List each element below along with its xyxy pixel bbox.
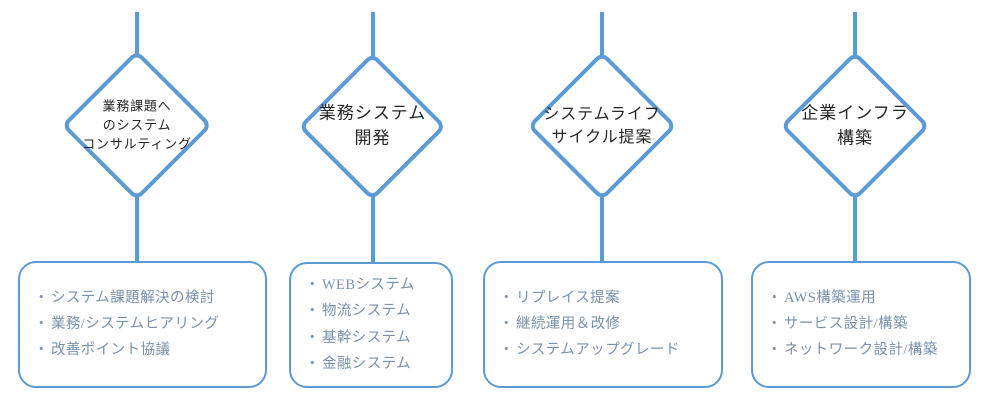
detail-list: ・AWS構築運用・サービス設計/構築・ネットワーク設計/構築 [753,289,969,359]
detail-box-infrastructure[interactable]: ・AWS構築運用・サービス設計/構築・ネットワーク設計/構築 [751,261,971,388]
connector-line-middle [600,184,604,272]
detail-list: ・WEBシステム・物流システム・基幹システム・金融システム [291,277,451,372]
list-item-label: 業務/システムヒアリング [50,315,220,332]
bullet-icon: ・ [34,315,49,332]
list-item: ・金融システム [305,355,437,372]
list-item-label: AWS構築運用 [783,289,877,306]
detail-list: ・システム課題解決の検討・業務/システムヒアリング・改善ポイント協議 [20,289,265,359]
connector-line-middle [135,184,139,272]
list-item-label: ネットワーク設計/構築 [783,342,938,359]
bullet-icon: ・ [305,303,320,320]
connector-line-middle [853,184,857,272]
detail-list: ・リプレイス提案・継続運用＆改修・システムアップグレード [485,289,721,359]
list-item-label: 改善ポイント協議 [50,342,171,359]
list-item: ・サービス設計/構築 [767,315,955,332]
flow-column-development: 業務システム 開発・WEBシステム・物流システム・基幹システム・金融システム [270,0,475,417]
diamond-node-infrastructure[interactable]: 企業インフラ 構築 [780,51,930,201]
flow-column-lifecycle: システムライフ サイクル提案・リプレイス提案・継続運用＆改修・システムアップグレ… [478,0,726,417]
list-item-label: 物流システム [321,303,412,320]
diamond-node-development[interactable]: 業務システム 開発 [298,52,447,200]
list-item-label: システム課題解決の検討 [50,289,215,306]
list-item-label: システムアップグレード [515,342,680,359]
list-item: ・WEBシステム [305,277,437,294]
connector-line-top [135,12,139,60]
list-item: ・業務/システムヒアリング [34,315,251,332]
list-item-label: 継続運用＆改修 [515,315,621,332]
connector-line-top [853,12,857,60]
connector-line-middle [370,184,375,272]
bullet-icon: ・ [34,342,49,359]
flow-column-infrastructure: 企業インフラ 構築・AWS構築運用・サービス設計/構築・ネットワーク設計/構築 [730,0,980,417]
list-item-label: リプレイス提案 [515,289,621,306]
list-item: ・システム課題解決の検討 [34,289,251,306]
bullet-icon: ・ [305,329,320,346]
connector-line-top [600,12,604,60]
flow-column-consulting: 業務課題へ のシステム コンサルティング・システム課題解決の検討・業務/システム… [4,0,270,417]
diamond-shape [298,52,447,200]
list-item: ・ネットワーク設計/構築 [767,342,955,359]
list-item-label: サービス設計/構築 [783,315,908,332]
diamond-shape [61,50,213,202]
diamond-node-lifecycle[interactable]: システムライフ サイクル提案 [527,51,677,201]
list-item: ・基幹システム [305,329,437,346]
list-item: ・リプレイス提案 [499,289,707,306]
list-item-label: WEBシステム [321,277,415,294]
diamond-shape [780,51,930,201]
bullet-icon: ・ [499,342,514,359]
bullet-icon: ・ [305,355,320,372]
bullet-icon: ・ [499,315,514,332]
bullet-icon: ・ [767,315,782,332]
list-item: ・改善ポイント協議 [34,342,251,359]
connector-line-top [370,12,375,60]
bullet-icon: ・ [767,289,782,306]
list-item: ・物流システム [305,304,437,319]
list-item: ・システムアップグレード [499,342,707,359]
diamond-shape [527,51,677,201]
detail-box-development[interactable]: ・WEBシステム・物流システム・基幹システム・金融システム [289,262,453,388]
detail-box-lifecycle[interactable]: ・リプレイス提案・継続運用＆改修・システムアップグレード [483,261,723,388]
detail-box-consulting[interactable]: ・システム課題解決の検討・業務/システムヒアリング・改善ポイント協議 [18,261,267,388]
list-item-label: 金融システム [321,355,412,372]
diamond-node-consulting[interactable]: 業務課題へ のシステム コンサルティング [61,50,213,202]
bullet-icon: ・ [767,342,782,359]
list-item: ・AWS構築運用 [767,289,955,306]
list-item: ・継続運用＆改修 [499,315,707,332]
list-item-label: 基幹システム [321,329,412,346]
bullet-icon: ・ [499,289,514,306]
bullet-icon: ・ [34,289,49,306]
bullet-icon: ・ [305,277,320,294]
